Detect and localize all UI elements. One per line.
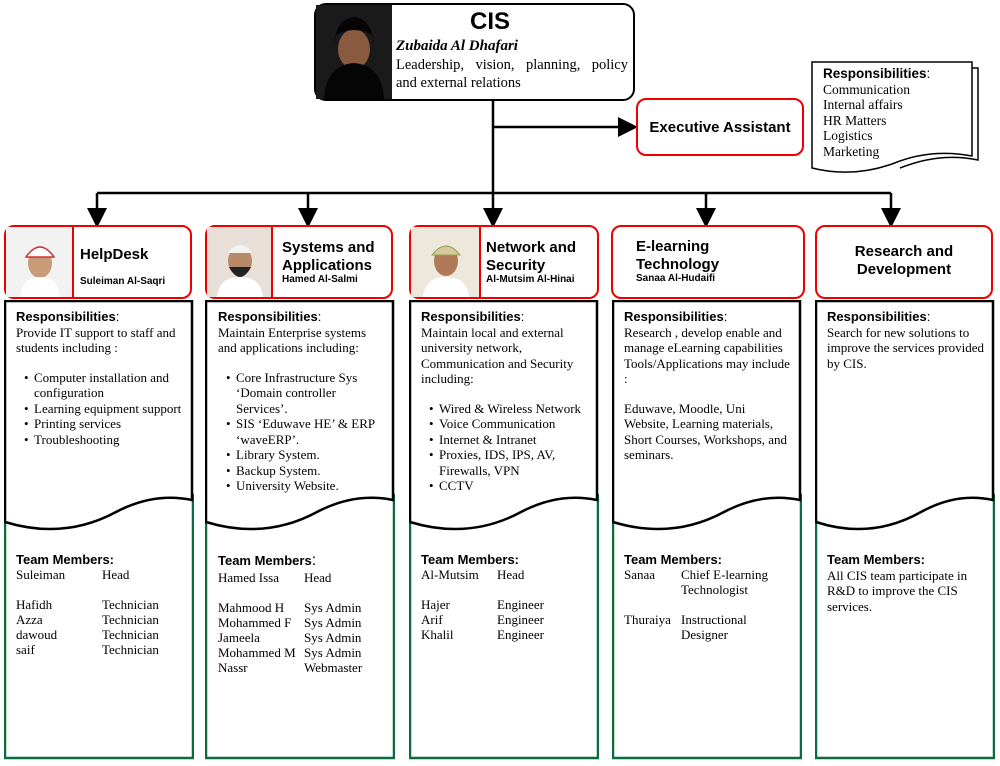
director-photo — [316, 5, 392, 99]
network-title: Network and Security — [486, 239, 577, 274]
helpdesk-responsibilities: Responsibilities: Provide IT support to … — [16, 309, 186, 447]
resp-item: Troubleshooting — [24, 432, 186, 448]
exec-resp-item: HR Matters — [823, 112, 887, 128]
elearning-title: E-learning Technology — [636, 238, 720, 273]
exec-resp-title: Responsibilities — [823, 66, 927, 81]
team-title: Team Members: — [16, 552, 115, 567]
elearning-body-shape — [612, 300, 802, 760]
team-title: Team Members: — [421, 552, 520, 567]
team-title: Team Members: — [624, 552, 723, 567]
resp-intro: Provide IT support to staff and students… — [16, 324, 176, 356]
helpdesk-body-shape — [4, 300, 194, 760]
elearning-header — [611, 225, 805, 299]
resp-item: Proxies, IDS, IPS, AV, Firewalls, VPN — [429, 447, 593, 478]
resp-intro: Research , develop enable and manage eLe… — [624, 324, 790, 387]
team-row-spacer — [421, 582, 593, 597]
resp-intro: Search for new solutions to improve the … — [827, 324, 985, 371]
research-header — [815, 225, 993, 299]
helpdesk-head-photo — [6, 227, 74, 297]
network-head-name: Al-Mutsim Al-Hinai — [486, 274, 575, 285]
exec-resp-item: Communication — [823, 81, 910, 97]
resp-item: Backup System. — [226, 463, 388, 479]
exec-responsibilities-note: Responsibilities: Communication Internal… — [823, 66, 973, 159]
resp-item: Computer installation and configuration — [24, 370, 186, 401]
team-title: Team Members: — [827, 552, 926, 567]
responsibilities-note-shape — [811, 61, 979, 173]
resp-title: Responsibilities — [16, 309, 116, 324]
team-row-spacer — [218, 585, 388, 600]
team-row-spacer — [624, 597, 794, 612]
cis-title: CIS — [469, 8, 510, 35]
research-title: Research and Development — [854, 243, 954, 278]
elearning-responsibilities: Responsibilities: Research , develop ena… — [624, 309, 792, 463]
network-responsibilities: Responsibilities: Maintain local and ext… — [421, 309, 593, 494]
resp-extra: Eduwave, Moodle, Uni Website, Learning m… — [624, 400, 788, 463]
resp-item: Wired & Wireless Network — [429, 401, 593, 417]
team-row-spacer — [16, 582, 186, 597]
resp-item: Printing services — [24, 416, 186, 432]
network-head-photo — [411, 227, 481, 297]
resp-intro: Maintain local and external university n… — [421, 324, 574, 387]
systems-head-name: Hamed Al-Salmi — [282, 274, 358, 285]
executive-assistant-box: Executive Assistant — [636, 98, 804, 156]
research-responsibilities: Responsibilities: Search for new solutio… — [827, 309, 987, 371]
director-description: Leadership, vision, planning, policy and… — [396, 57, 628, 91]
systems-head-photo — [207, 227, 273, 297]
exec-resp-item: Marketing — [823, 143, 880, 159]
resp-item: SIS ‘Eduwave HE’ & ERP ‘waveERP’. — [226, 416, 388, 447]
exec-resp-item: Internal affairs — [823, 97, 903, 112]
resp-intro: Maintain Enterprise systems and applicat… — [218, 324, 367, 356]
director-name: Zubaida Al Dhafari — [396, 38, 518, 54]
exec-resp-item: Logistics — [823, 128, 873, 143]
resp-item: Learning equipment support — [24, 401, 186, 417]
resp-item: Core Infrastructure Sys ‘Domain controll… — [226, 370, 388, 417]
team-text: All CIS team participate in R&D to impro… — [827, 567, 968, 614]
resp-item: CCTV — [429, 478, 593, 494]
elearning-head-name: Sanaa Al-Hudaifi — [636, 273, 716, 284]
resp-title: Responsibilities — [421, 309, 521, 324]
resp-item: Library System. — [226, 447, 388, 463]
systems-title: Systems and Applications — [282, 239, 375, 274]
systems-responsibilities: Responsibilities: Maintain Enterprise sy… — [218, 309, 388, 494]
resp-item: Internet & Intranet — [429, 432, 593, 448]
resp-title: Responsibilities — [624, 309, 724, 324]
research-team: Team Members: All CIS team participate i… — [827, 552, 985, 614]
team-title: Team Members — [218, 553, 312, 568]
research-body-shape — [815, 300, 995, 760]
resp-title: Responsibilities — [827, 309, 927, 324]
resp-title: Responsibilities — [218, 309, 318, 324]
helpdesk-head-name: Suleiman Al-Saqri — [80, 276, 166, 287]
resp-item: Voice Communication — [429, 416, 593, 432]
resp-item: University Website. — [226, 478, 388, 494]
helpdesk-title: HelpDesk — [80, 246, 149, 263]
